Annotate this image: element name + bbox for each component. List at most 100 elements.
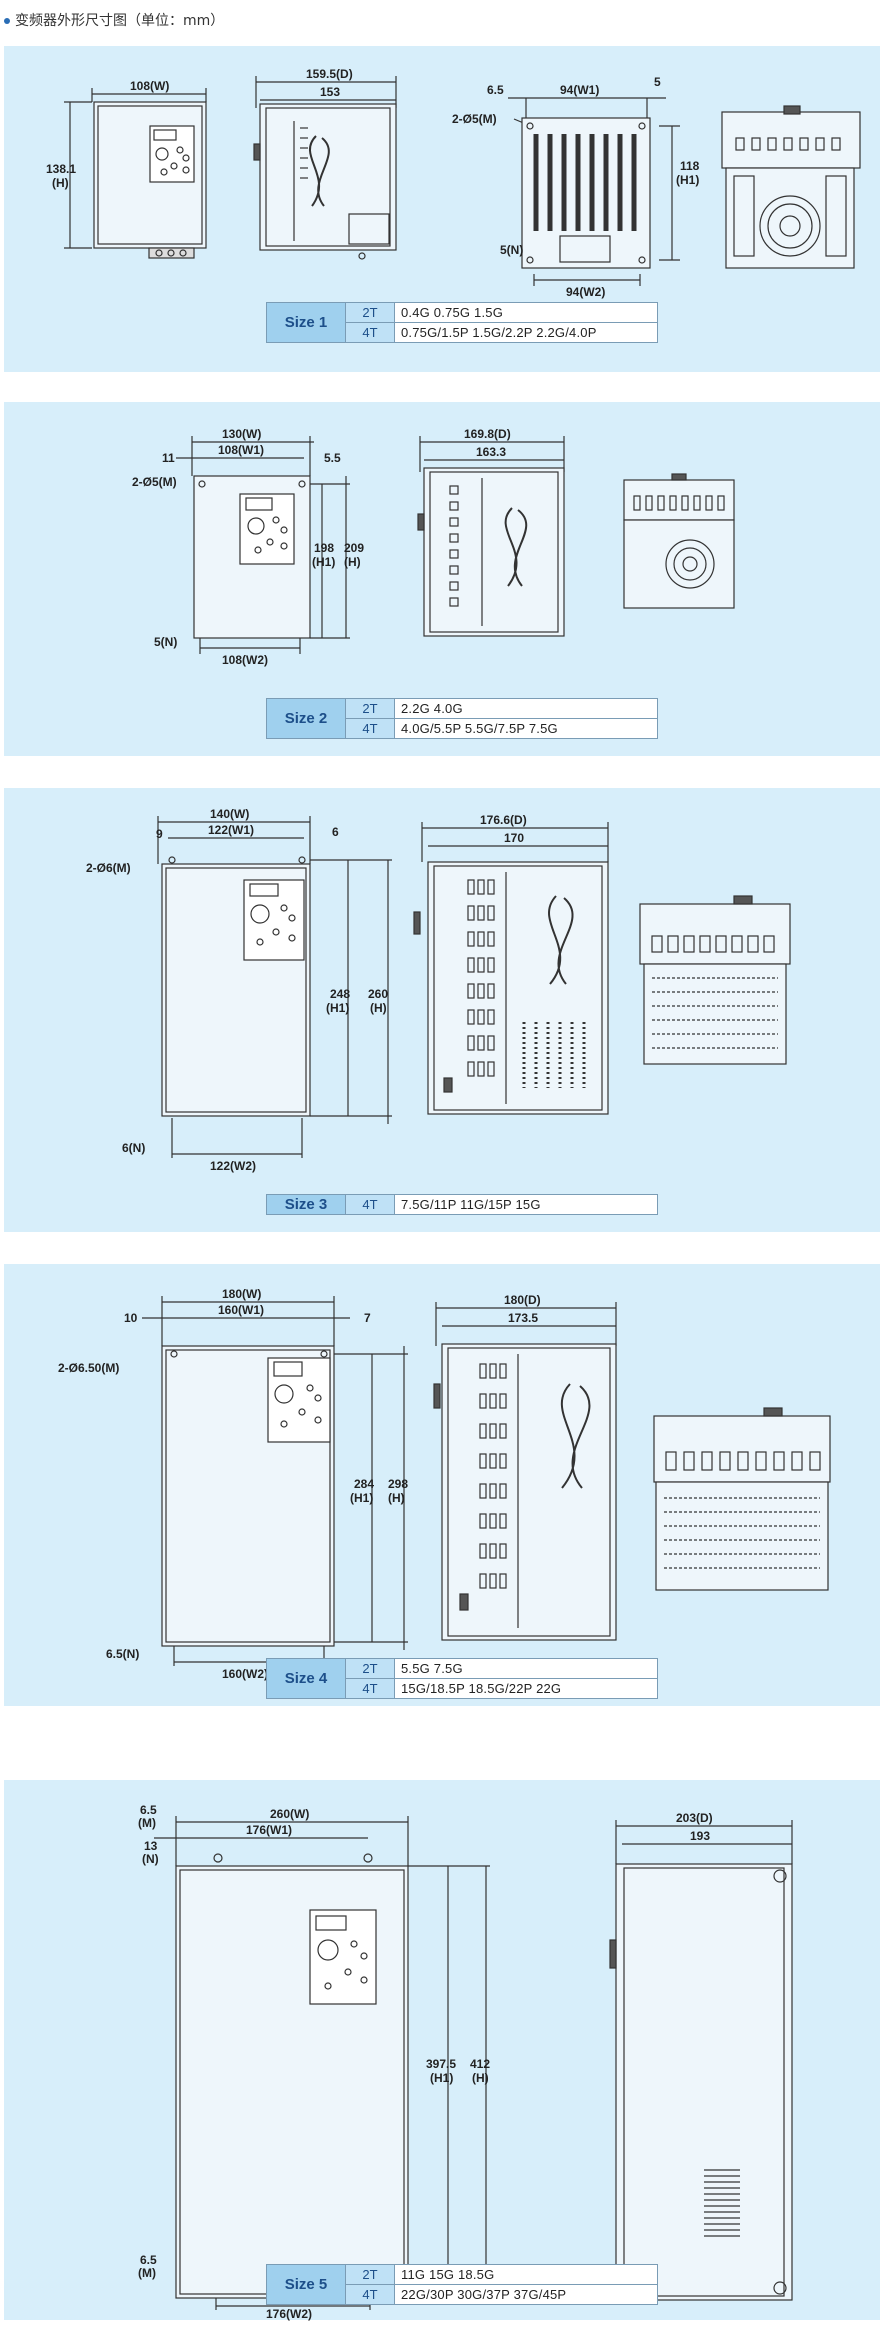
model-cell: 15G/18.5P 18.5G/22P 22G	[394, 1678, 658, 1699]
size-2-h: 209	[344, 541, 364, 555]
model-cell: 0.75G/1.5P 1.5G/2.2P 2.2G/4.0P	[394, 322, 658, 343]
model-cell: 22G/30P 30G/37P 37G/45P	[394, 2284, 658, 2305]
size-2-b: 5.5	[324, 451, 341, 465]
size-2-label: Size 2	[266, 698, 346, 739]
voltage-cell: 2T	[345, 2264, 395, 2285]
size-2-h1: 198	[314, 541, 334, 555]
size-2-h1-sub: (H1)	[312, 555, 335, 569]
size-4-w: 180(W)	[222, 1287, 261, 1301]
size-5-w2: 176(W2)	[266, 2307, 312, 2321]
size-5-side-view: 203(D) 193	[609, 1811, 793, 2301]
size-1-hole: 2-Ø5(M)	[452, 112, 497, 126]
table-row: 4T 0.75G/1.5P 1.5G/2.2P 2.2G/4.0P	[267, 322, 658, 343]
size-2-w1: 108(W1)	[218, 443, 264, 457]
size-5-h-sub: (H)	[472, 2071, 489, 2085]
size-4-table: Size 4 2T 5.5G 7.5G 4T 15G/18.5P 18.5G/2…	[266, 1658, 658, 1699]
size-1-w1: 94(W1)	[560, 83, 599, 97]
size-5-h: 412	[470, 2057, 490, 2071]
size-2-hole: 2-Ø5(M)	[132, 475, 177, 489]
size-2-d-inner: 163.3	[476, 445, 506, 459]
size-1-a: 6.5	[487, 83, 504, 97]
size-3-a: 9	[156, 827, 163, 841]
size-5-w: 260(W)	[270, 1807, 309, 1821]
size-4-side-view: 180(D) 173.5	[433, 1293, 617, 1641]
size-5-d-inner: 193	[690, 1829, 710, 1843]
size-1-rear-view: 6.5 94(W1) 5 2-Ø5(M) 118 (H1) 5(N) 94(W2…	[452, 75, 700, 299]
size-5-h1-sub: (H1)	[430, 2071, 453, 2085]
size-3-panel: 140(W) 122(W1) 9 6 2-Ø6(M) 248 (H1) 260 …	[4, 788, 880, 1232]
size-1-drawings: 108(W) 138.1 (H) 159.5(D) 153	[46, 67, 861, 299]
model-cell: 5.5G 7.5G	[394, 1658, 658, 1679]
voltage-cell: 4T	[345, 1194, 395, 1215]
table-row: Size 2 2T 2.2G 4.0G	[266, 698, 658, 739]
table-row: 4T 22G/30P 30G/37P 37G/45P	[267, 2284, 658, 2305]
size-4-a: 10	[124, 1311, 138, 1325]
size-5-c-sub: (N)	[142, 1852, 159, 1866]
size-4-b: 7	[364, 1311, 371, 1325]
size-1-d-inner: 153	[320, 85, 340, 99]
size-4-d-inner: 173.5	[508, 1311, 538, 1325]
size-1-side-view: 159.5(D) 153	[253, 67, 397, 260]
size-4-h1-sub: (H1)	[350, 1491, 373, 1505]
size-4-front-view: 180(W) 160(W1) 10 7 2-Ø6.50(M) 284 (H1) …	[58, 1287, 408, 1681]
size-3-w2: 122(W2)	[210, 1159, 256, 1173]
size-3-label: Size 3	[266, 1194, 346, 1215]
size-4-panel: 180(W) 160(W1) 10 7 2-Ø6.50(M) 284 (H1) …	[4, 1264, 880, 1706]
table-row: Size 5 2T 11G 15G 18.5G	[266, 2264, 658, 2305]
size-1-table: Size 1 2T 0.4G 0.75G 1.5G 4T 0.75G/1.5P …	[266, 302, 658, 343]
size-3-front-view: 140(W) 122(W1) 9 6 2-Ø6(M) 248 (H1) 260 …	[86, 807, 392, 1173]
table-row: Size 1 2T 0.4G 0.75G 1.5G	[266, 302, 658, 343]
model-cell: 11G 15G 18.5G	[394, 2264, 658, 2285]
size-4-w1: 160(W1)	[218, 1303, 264, 1317]
size-3-bottom-view	[639, 895, 791, 1065]
size-5-a-sub: (M)	[138, 1816, 156, 1830]
page-title: 变频器外形尺寸图（单位：mm）	[4, 10, 224, 30]
size-2-table: Size 2 2T 2.2G 4.0G 4T 4.0G/5.5P 5.5G/7.…	[266, 698, 658, 739]
size-5-e-sub: (M)	[138, 2266, 156, 2280]
size-2-a: 11	[162, 451, 175, 465]
bullet-icon	[4, 18, 10, 24]
size-1-panel: 108(W) 138.1 (H) 159.5(D) 153	[4, 46, 880, 372]
table-row: Size 4 2T 5.5G 7.5G	[266, 1658, 658, 1699]
size-4-n: 6.5(N)	[106, 1647, 139, 1661]
size-3-w: 140(W)	[210, 807, 249, 821]
size-2-front-view: 130(W) 108(W1) 11 5.5 2-Ø5(M) 198 (H1) 2…	[132, 427, 364, 667]
size-3-d-inner: 170	[504, 831, 524, 845]
size-1-h: 138.1	[46, 162, 76, 176]
size-2-w2: 108(W2)	[222, 653, 268, 667]
size-5-h1: 397.5	[426, 2057, 456, 2071]
size-2-bottom-view	[623, 473, 735, 609]
page-title-text: 变频器外形尺寸图（单位：mm）	[15, 13, 225, 29]
size-3-h1: 248	[330, 987, 350, 1001]
voltage-cell: 4T	[345, 1678, 395, 1699]
size-2-d: 169.8(D)	[464, 427, 511, 441]
table-row: Size 3 4T 7.5G/11P 11G/15P 15G	[266, 1194, 658, 1215]
size-3-n: 6(N)	[122, 1141, 145, 1155]
size-2-drawings: 130(W) 108(W1) 11 5.5 2-Ø5(M) 198 (H1) 2…	[132, 427, 735, 667]
size-3-d: 176.6(D)	[480, 813, 527, 827]
size-3-h-sub: (H)	[370, 1001, 387, 1015]
size-1-h1-sub: (H1)	[676, 173, 699, 187]
size-5-front-view: 260(W) 176(W1) 6.5 (M) 13 (N) 397.5 (H1)…	[138, 1803, 490, 2321]
size-1-w: 108(W)	[130, 79, 169, 93]
model-cell: 0.4G 0.75G 1.5G	[394, 302, 658, 323]
voltage-cell: 4T	[345, 718, 395, 739]
table-row: 4T 15G/18.5P 18.5G/22P 22G	[267, 1678, 658, 1699]
size-2-panel: 130(W) 108(W1) 11 5.5 2-Ø5(M) 198 (H1) 2…	[4, 402, 880, 756]
voltage-cell: 4T	[345, 2284, 395, 2305]
size-1-h1: 118	[680, 159, 700, 173]
size-3-drawings: 140(W) 122(W1) 9 6 2-Ø6(M) 248 (H1) 260 …	[86, 807, 791, 1173]
size-3-side-view: 176.6(D) 170	[413, 813, 609, 1115]
size-5-label: Size 5	[266, 2264, 346, 2305]
size-1-n: 5(N)	[500, 243, 523, 257]
size-3-h: 260	[368, 987, 388, 1001]
size-4-w2: 160(W2)	[222, 1667, 268, 1681]
voltage-cell: 4T	[345, 322, 395, 343]
size-1-d: 159.5(D)	[306, 67, 353, 81]
size-4-d: 180(D)	[504, 1293, 541, 1307]
voltage-cell: 2T	[345, 1658, 395, 1679]
size-4-hole: 2-Ø6.50(M)	[58, 1361, 119, 1375]
voltage-cell: 2T	[345, 302, 395, 323]
size-3-table: Size 3 4T 7.5G/11P 11G/15P 15G	[266, 1194, 658, 1215]
size-4-label: Size 4	[266, 1658, 346, 1699]
